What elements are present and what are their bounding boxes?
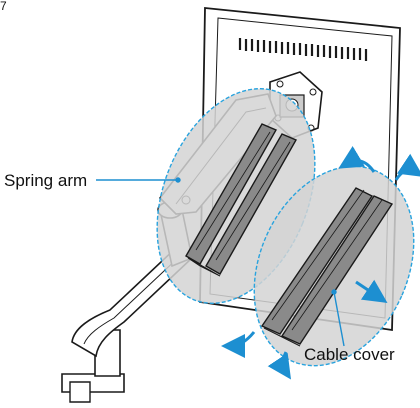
cable-cover-detail-removal xyxy=(253,165,415,367)
spring-arm-label: Spring arm xyxy=(4,171,88,190)
page-number-fragment: 7 xyxy=(0,0,7,13)
cable-cover-label: Cable cover xyxy=(304,345,395,364)
callout-lines xyxy=(96,177,345,347)
monitor-vent xyxy=(238,38,368,61)
curved-arrow-icon xyxy=(221,145,420,380)
